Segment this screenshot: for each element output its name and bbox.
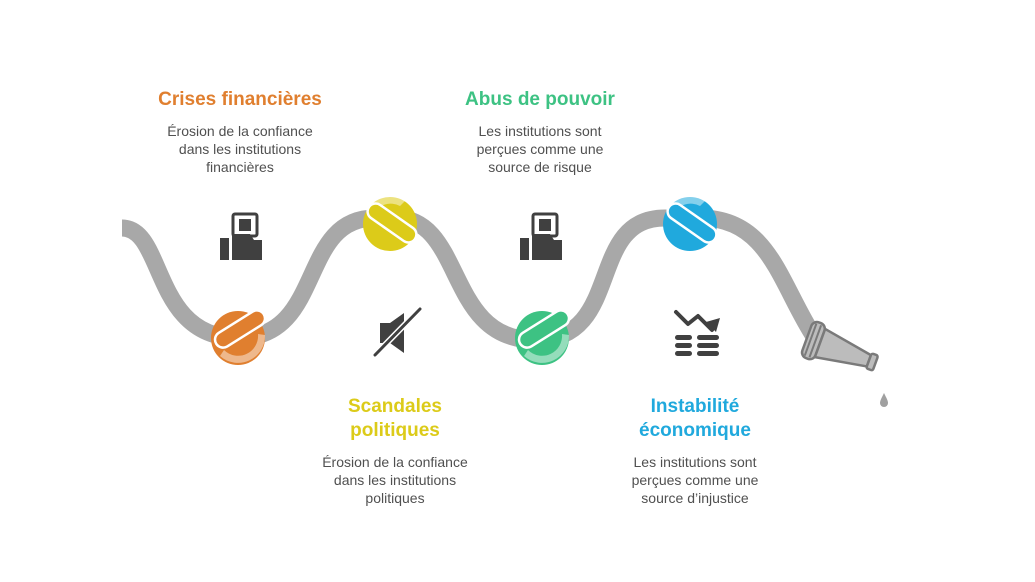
knot-orange bbox=[211, 309, 267, 365]
section-title: Scandales politiques bbox=[348, 396, 442, 441]
declining-trend-icon bbox=[674, 310, 720, 356]
section-description: Les institutions sont perçues comme une … bbox=[476, 123, 604, 175]
section-description: Les institutions sont perçues comme une … bbox=[631, 454, 759, 506]
knot-green bbox=[515, 309, 571, 365]
section-scandales: Scandales politiques Érosion de la confi… bbox=[300, 395, 490, 507]
section-abus: Abus de pouvoir Les institutions sont pe… bbox=[440, 88, 640, 176]
water-drop bbox=[880, 393, 888, 407]
section-title: Abus de pouvoir bbox=[465, 89, 615, 110]
section-description: Érosion de la confiance dans les institu… bbox=[322, 454, 468, 506]
section-instabilite: Instabilité économique Les institutions … bbox=[600, 395, 790, 507]
knot-blue bbox=[663, 195, 718, 251]
hand-holding-money-icon bbox=[220, 212, 262, 260]
nozzle bbox=[800, 320, 879, 372]
knot-yellow bbox=[363, 195, 418, 251]
section-title: Instabilité économique bbox=[639, 396, 751, 441]
section-crises: Crises financières Érosion de la confian… bbox=[140, 88, 340, 176]
section-title: Crises financières bbox=[158, 89, 322, 110]
mute-speaker-icon bbox=[372, 306, 423, 358]
hand-holding-money-icon bbox=[520, 212, 562, 260]
section-description: Érosion de la confiance dans les institu… bbox=[167, 123, 313, 175]
